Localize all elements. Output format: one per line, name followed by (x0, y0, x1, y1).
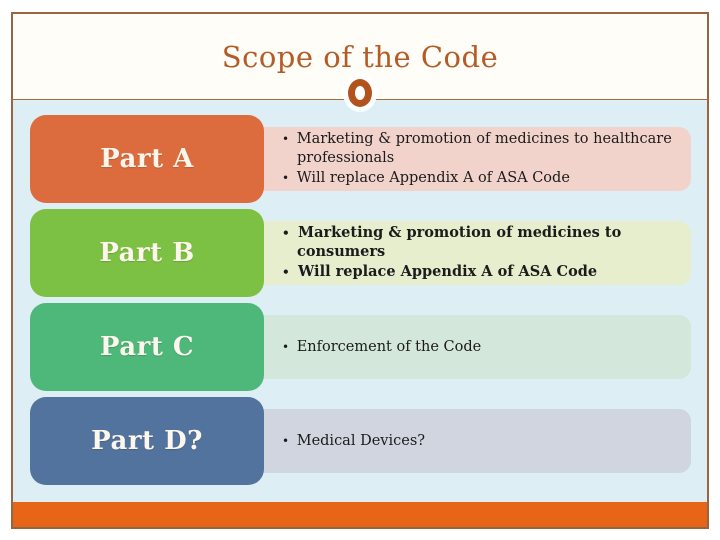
part-c-panel: Enforcement of the Code (252, 314, 691, 380)
bullet-item: Will replace Appendix A of ASA Code (282, 263, 675, 282)
circle-ornament-icon (348, 79, 372, 107)
bullet-item: Marketing & promotion of medicines to co… (282, 224, 675, 261)
slide-body: Part A Marketing & promotion of medicine… (13, 100, 707, 502)
part-c-bullet-list: Enforcement of the Code (282, 336, 482, 359)
header-divider (13, 79, 707, 107)
part-d-label: Part D? (91, 426, 203, 456)
part-a-panel: Marketing & promotion of medicines to he… (252, 126, 691, 192)
part-a-label: Part A (100, 144, 194, 174)
part-c-box: Part C (30, 303, 264, 391)
part-d-panel: Medical Devices? (252, 408, 691, 474)
slide-frame: Scope of the Code Part A Marketing & pro… (11, 12, 709, 529)
row-part-a: Part A Marketing & promotion of medicine… (30, 115, 691, 203)
part-b-box: Part B (30, 209, 264, 297)
part-b-panel: Marketing & promotion of medicines to co… (252, 220, 691, 286)
part-d-bullet-list: Medical Devices? (282, 430, 425, 453)
row-part-d: Part D? Medical Devices? (30, 397, 691, 485)
bullet-item: Medical Devices? (282, 432, 425, 451)
part-a-box: Part A (30, 115, 264, 203)
bullet-item: Marketing & promotion of medicines to he… (282, 130, 675, 167)
part-b-label: Part B (99, 238, 195, 268)
row-part-b: Part B Marketing & promotion of medicine… (30, 209, 691, 297)
bullet-item: Will replace Appendix A of ASA Code (282, 169, 675, 188)
part-c-label: Part C (99, 332, 195, 362)
bullet-item: Enforcement of the Code (282, 338, 482, 357)
part-a-bullet-list: Marketing & promotion of medicines to he… (282, 128, 675, 190)
part-d-box: Part D? (30, 397, 264, 485)
footer-accent-bar (13, 502, 707, 527)
part-b-bullet-list: Marketing & promotion of medicines to co… (282, 222, 675, 284)
row-part-c: Part C Enforcement of the Code (30, 303, 691, 391)
page-title: Scope of the Code (221, 39, 499, 74)
